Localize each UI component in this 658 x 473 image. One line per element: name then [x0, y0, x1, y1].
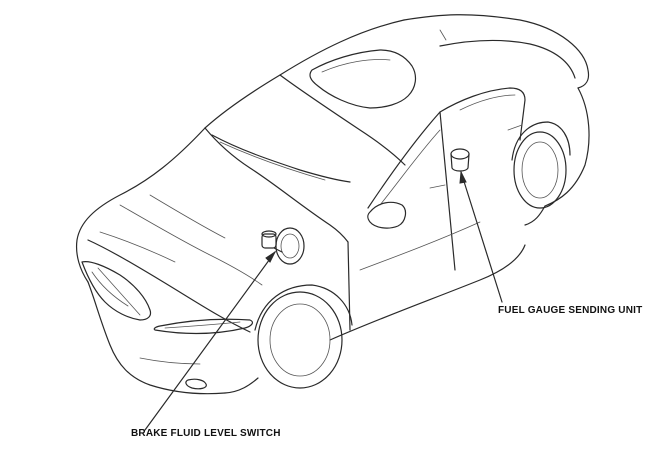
sunroof — [309, 49, 417, 109]
brake-fluid-reservoir — [261, 227, 305, 265]
fog-light — [139, 357, 207, 390]
front-grille — [81, 261, 152, 321]
car-body-outline — [75, 14, 590, 395]
side-mirror — [367, 201, 407, 229]
hood — [87, 194, 263, 333]
fuel-gauge-sending-unit-label: FUEL GAUGE SENDING UNIT — [498, 305, 643, 316]
rear-window — [439, 29, 576, 79]
fuel-gauge-unit — [450, 148, 470, 172]
windshield — [204, 74, 406, 243]
brake-fluid-level-switch-label: BRAKE FLUID LEVEL SWITCH — [131, 428, 281, 439]
front-wheel — [254, 284, 353, 389]
rear-wheel — [511, 121, 571, 209]
leader-lines — [144, 170, 503, 431]
headlight — [153, 318, 254, 335]
side-doors — [347, 87, 526, 331]
